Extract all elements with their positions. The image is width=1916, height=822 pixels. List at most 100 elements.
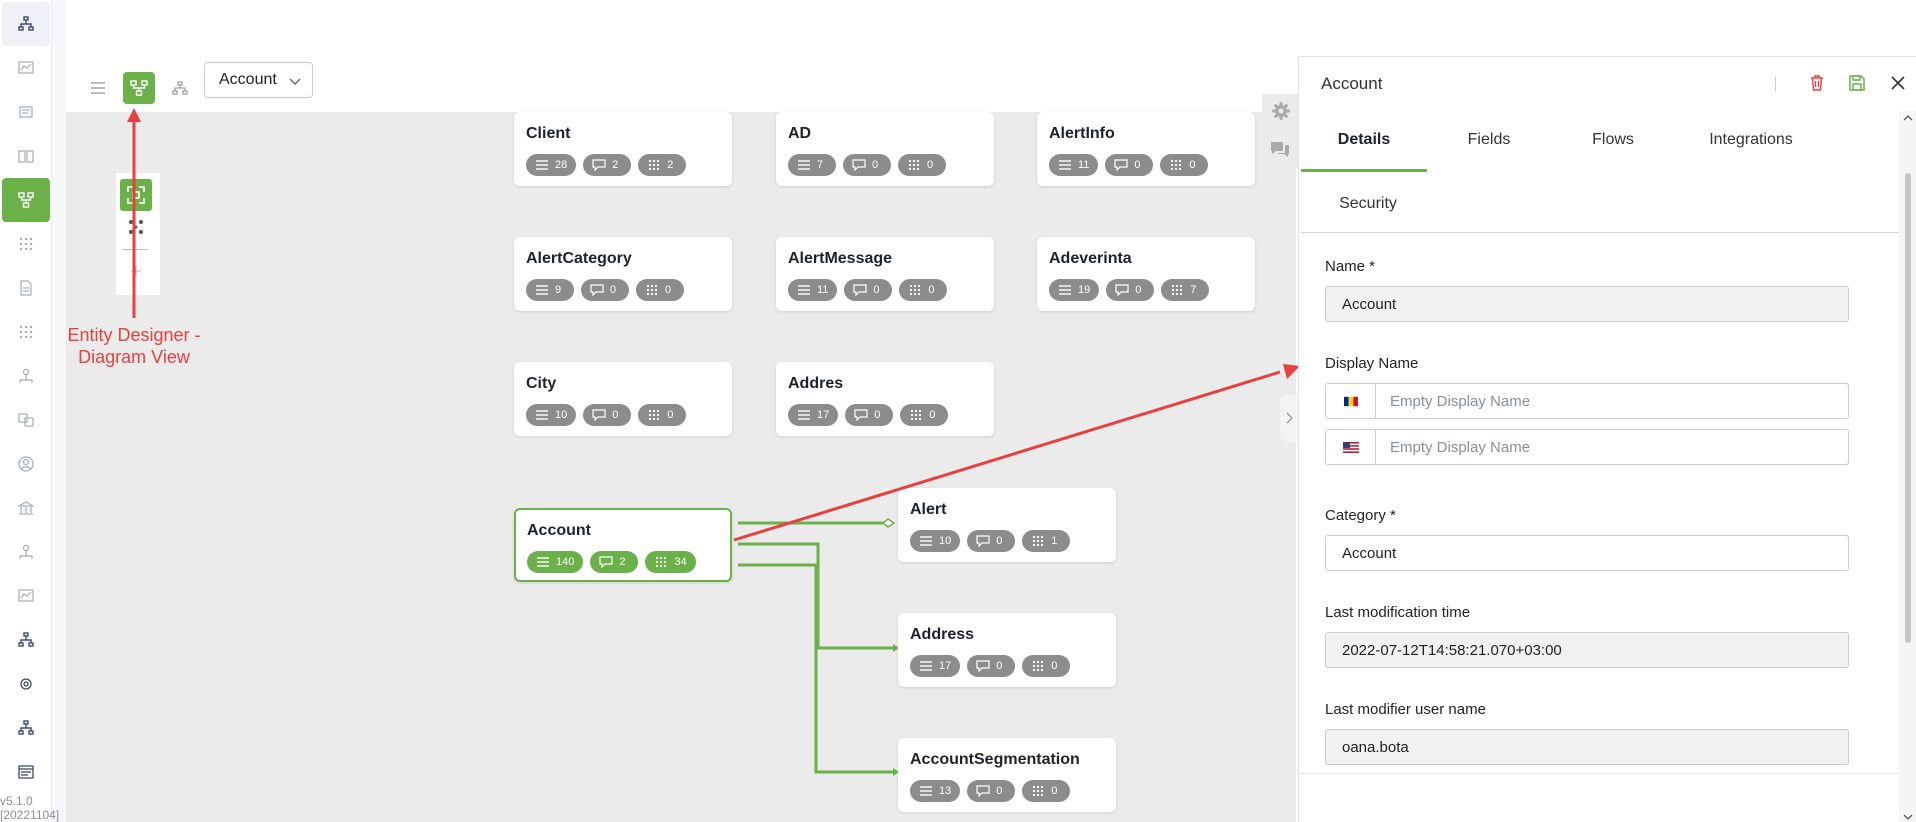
display-name-en-input[interactable]: [1376, 430, 1848, 464]
relations-count-badge[interactable]: 7: [1161, 279, 1210, 301]
relations-count-badge[interactable]: 0: [636, 279, 684, 301]
comments-count-badge[interactable]: 0: [967, 780, 1016, 802]
scroll-thumb[interactable]: [1905, 173, 1911, 643]
comments-button[interactable]: [1268, 138, 1292, 160]
comments-count-badge[interactable]: 0: [967, 655, 1016, 677]
panel-scrollbar[interactable]: [1899, 111, 1916, 822]
menu-icon[interactable]: [88, 78, 108, 98]
comments-count-badge[interactable]: 0: [1106, 279, 1155, 301]
fit-screen-button[interactable]: [120, 179, 152, 211]
nav-item-sitemap[interactable]: [2, 618, 50, 662]
nav-item-sitemap[interactable]: [2, 706, 50, 750]
category-field[interactable]: Account: [1325, 535, 1849, 571]
entity-name: Client: [526, 125, 571, 142]
fields-count-badge[interactable]: 7: [788, 154, 836, 176]
version-number: v5.1.0: [0, 794, 33, 808]
fields-count-badge[interactable]: 28: [526, 154, 577, 176]
comments-count-badge[interactable]: 0: [581, 279, 629, 301]
fields-count-badge[interactable]: 140: [527, 551, 584, 573]
comments-count-badge[interactable]: 0: [845, 404, 894, 426]
relations-count-badge[interactable]: 1: [1022, 530, 1071, 552]
relations-count: 0: [1051, 785, 1058, 797]
hierarchy-icon: [19, 544, 33, 559]
nav-item-entity-designer[interactable]: [2, 178, 50, 222]
relations-count-badge[interactable]: 0: [1160, 154, 1209, 176]
comments-count-badge[interactable]: 0: [967, 530, 1016, 552]
name-field[interactable]: Account: [1325, 286, 1849, 322]
relations-count-badge[interactable]: 0: [899, 279, 948, 301]
nav-item-grid[interactable]: [2, 222, 50, 266]
comments-count-badge[interactable]: 0: [1105, 154, 1154, 176]
hierarchy-view-button[interactable]: [170, 78, 190, 98]
fields-count: 10: [555, 409, 568, 421]
display-name-ro-input[interactable]: [1376, 384, 1848, 418]
comments-count-badge[interactable]: 2: [583, 154, 632, 176]
nav-item-grid[interactable]: [2, 310, 50, 354]
fields-count-badge[interactable]: 13: [910, 780, 961, 802]
layout-button[interactable]: [126, 217, 146, 237]
settings-button[interactable]: [1270, 100, 1292, 122]
relations-count-badge[interactable]: 0: [898, 154, 946, 176]
delete-button[interactable]: [1807, 73, 1827, 93]
relations-count-badge[interactable]: 0: [1022, 655, 1071, 677]
scroll-up-icon[interactable]: [1903, 114, 1913, 122]
nav-item-list[interactable]: [2, 90, 50, 134]
tab-security[interactable]: Security: [1339, 195, 1397, 212]
nav-item-chart[interactable]: [2, 46, 50, 90]
fields-count-badge[interactable]: 11: [788, 279, 838, 301]
comments-count-badge[interactable]: 0: [843, 154, 891, 176]
fields-count-badge[interactable]: 11: [1049, 154, 1099, 176]
nav-item-hierarchy[interactable]: [2, 530, 50, 574]
save-button[interactable]: [1847, 73, 1867, 93]
tab-fields[interactable]: Fields: [1467, 131, 1511, 148]
side-actions: [1262, 94, 1298, 168]
nav-item-translate[interactable]: [2, 398, 50, 442]
relations-count-badge[interactable]: 0: [638, 404, 687, 426]
diagram-view-button[interactable]: [123, 72, 155, 104]
nav-item-book[interactable]: [2, 134, 50, 178]
comments-count-badge[interactable]: 2: [590, 551, 639, 573]
relations-count-badge[interactable]: 34: [645, 551, 696, 573]
nav-item-user[interactable]: [2, 442, 50, 486]
nav-item-gear[interactable]: [2, 662, 50, 706]
tab-flows[interactable]: Flows: [1592, 131, 1634, 148]
fields-count-badge[interactable]: 17: [788, 404, 839, 426]
nav-item-sitemap[interactable]: [2, 2, 50, 46]
fields-count-badge[interactable]: 19: [1049, 279, 1100, 301]
relations-count-badge[interactable]: 0: [1022, 780, 1071, 802]
fields-count-badge[interactable]: 17: [910, 655, 961, 677]
nav-item-bank[interactable]: [2, 486, 50, 530]
nav-item-chart[interactable]: [2, 574, 50, 618]
comments-count-badge[interactable]: 0: [583, 404, 632, 426]
close-button[interactable]: [1888, 73, 1908, 93]
nav-item-console[interactable]: [2, 750, 50, 794]
diagram-canvas[interactable]: [66, 112, 1296, 822]
scroll-down-icon[interactable]: [1903, 813, 1913, 821]
collapse-panel-button[interactable]: [1280, 394, 1298, 442]
relations-count-badge[interactable]: 2: [638, 154, 687, 176]
fields-count-badge[interactable]: 10: [526, 404, 577, 426]
tab-integrations[interactable]: Integrations: [1709, 131, 1793, 148]
entity-name: Addres: [788, 375, 844, 392]
nav-item-hierarchy[interactable]: [2, 354, 50, 398]
nav-item-document[interactable]: [2, 266, 50, 310]
fields-count-badge[interactable]: 10: [910, 530, 961, 552]
relations-count-badge[interactable]: 0: [900, 404, 949, 426]
tab-details[interactable]: Details: [1337, 131, 1391, 148]
fields-count-badge[interactable]: 9: [526, 279, 574, 301]
entity-select[interactable]: Account: [204, 62, 313, 98]
comments-count-badge[interactable]: 0: [844, 279, 893, 301]
